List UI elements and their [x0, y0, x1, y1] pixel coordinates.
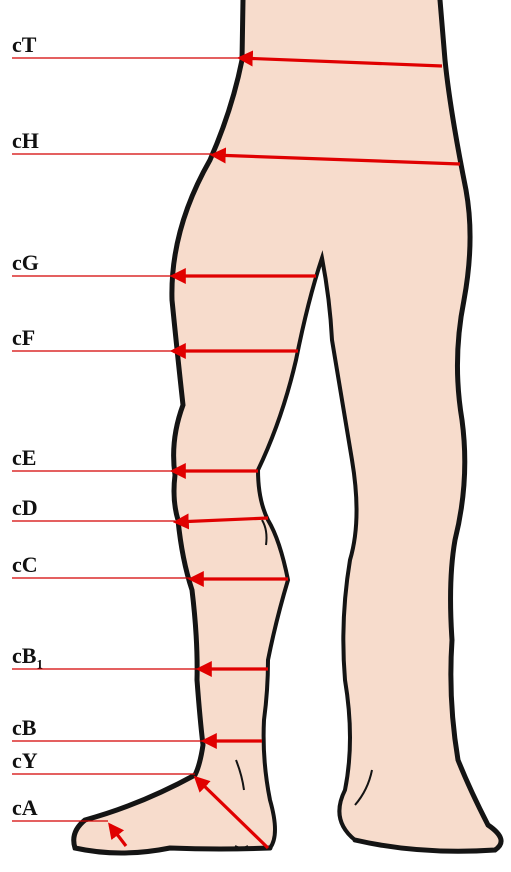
- label-cY: cY: [12, 750, 38, 772]
- label-cG: cG: [12, 252, 39, 274]
- legs-silhouette: [74, 0, 501, 853]
- label-cF: cF: [12, 327, 35, 349]
- label-cH: cH: [12, 130, 39, 152]
- label-cB1-subscript: 1: [36, 656, 43, 671]
- label-cB1: cB1: [12, 645, 43, 670]
- label-cC: cC: [12, 554, 38, 576]
- label-cB: cB: [12, 717, 36, 739]
- legs-fill: [74, 0, 501, 853]
- label-cD: cD: [12, 497, 38, 519]
- label-cT: cT: [12, 34, 36, 56]
- label-cE: cE: [12, 447, 36, 469]
- label-cA: cA: [12, 797, 38, 819]
